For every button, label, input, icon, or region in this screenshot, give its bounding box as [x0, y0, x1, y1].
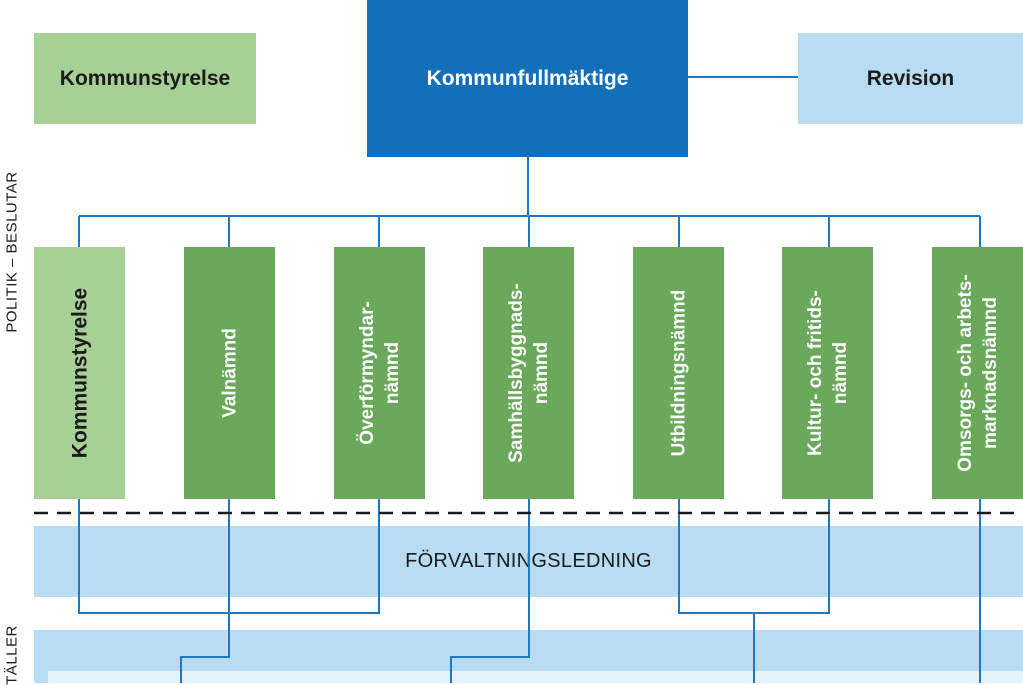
committee-kommunstyrelse: Kommunstyrelse	[34, 247, 125, 499]
side-label-lower: TÄLLER	[3, 625, 21, 685]
committee-utbildningsnamnd: Utbildningsnämnd	[633, 247, 724, 499]
lower-inner-band	[48, 671, 1023, 683]
revision-box: Revision	[798, 33, 1023, 124]
committee-samhallsbyggnadsnamnd: Samhällsbyggnads- nämnd	[483, 247, 574, 499]
committee-overformyndarnamnd: Överförmyndar- nämnd	[334, 247, 425, 499]
dashed-divider	[34, 511, 1023, 515]
kommunfullmaktige-label: Kommunfullmäktige	[426, 66, 629, 90]
side-label-politik: POLITIK – BESLUTAR	[3, 171, 21, 333]
committee-omsorgs-arbetsmarknadsnamnd: Omsorgs- och arbets- marknadsnämnd	[932, 247, 1023, 499]
kommunfullmaktige-box: Kommunfullmäktige	[367, 0, 688, 157]
committee-valnamnd: Valnämnd	[184, 247, 275, 499]
revision-label: Revision	[866, 66, 955, 90]
kommunstyrelse-top-label: Kommunstyrelse	[59, 66, 231, 90]
committee-kultur-fritidsnamnd: Kultur- och fritids- nämnd	[782, 247, 873, 499]
kommunstyrelse-top-box: Kommunstyrelse	[34, 33, 256, 124]
